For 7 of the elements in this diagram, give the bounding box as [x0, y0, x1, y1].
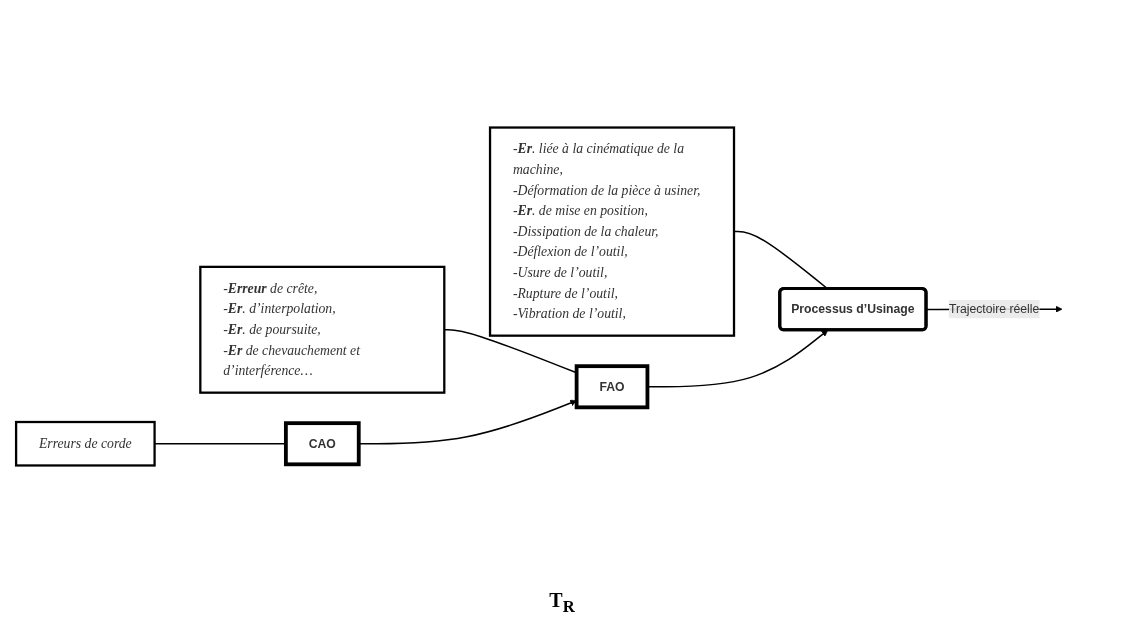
- edge-label: Trajectoire réelle: [948, 302, 1040, 316]
- node-box: -Erreur de crête, -Er. d’interpolation, -Er. de poursuite, -Er de chevauchement et d’interférence…: [199, 265, 446, 394]
- node-box: Erreurs de corde: [14, 420, 156, 467]
- node-box: CAO: [283, 421, 361, 467]
- node-box: -Er. liée à la cinématique de la machine, -Déformation de la pièce à usiner, -Er. de mise en position, -Dissipation de la chaleur, -Déflexion de l’outil, -Usure de l’outil, -Rupture de l’outil, -Vibration de l’outil,: [488, 126, 736, 337]
- node-box: FAO: [574, 364, 650, 410]
- signal-label: T$_{R}$: [549, 589, 575, 611]
